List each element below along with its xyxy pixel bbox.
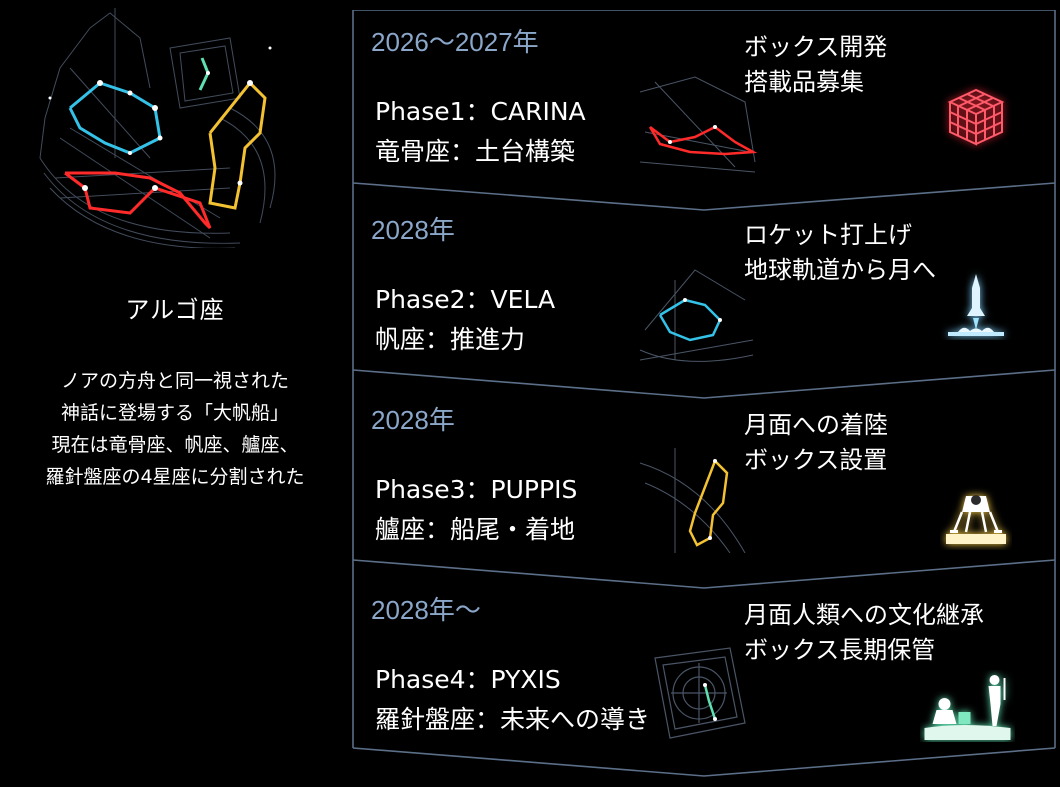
phase-subtitle: 艫座：船尾・着地 xyxy=(375,515,576,544)
goal-line: ボックス設置 xyxy=(744,446,888,474)
phase-goal: 月面人類への文化継承 ボックス長期保管 xyxy=(744,598,984,668)
phase-year: 2028年 xyxy=(371,405,455,435)
goal-line: ボックス長期保管 xyxy=(744,636,936,664)
phase-name: Phase4：PYXIS xyxy=(375,665,561,694)
phase-goal: ボックス開発 搭載品募集 xyxy=(744,30,887,100)
phase-name: Phase3：PUPPIS xyxy=(375,475,578,504)
goal-line: ロケット打上げ xyxy=(744,221,912,249)
description-line: ノアの方舟と同一視された xyxy=(60,370,289,392)
vela-constellation-icon xyxy=(639,269,754,362)
phase-goal: ロケット打上げ 地球軌道から月へ xyxy=(744,218,936,288)
goal-line: ボックス開発 xyxy=(744,33,888,61)
phase-name: Phase1：CARINA xyxy=(375,97,586,126)
left-panel: アルゴ座 ノアの方舟と同一視された 神話に登場する「大帆船」 現在は竜骨座、帆座… xyxy=(0,0,350,787)
phase-year: 2028年 xyxy=(371,215,455,245)
pyxis-constellation-icon xyxy=(654,647,746,739)
phase-goal: 月面への着陸 ボックス設置 xyxy=(744,408,888,478)
puppis-constellation-icon xyxy=(639,448,746,553)
phase-1: 2026～2027年 Phase1：CARINA 竜骨座：土台構築 ボックス開発… xyxy=(352,10,1056,200)
lunar-lander-icon xyxy=(946,495,1006,544)
description-line: 羅針盤座の4星座に分割された xyxy=(45,466,305,488)
constellation-description: ノアの方舟と同一視された 神話に登場する「大帆船」 現在は竜骨座、帆座、艫座、 … xyxy=(0,365,350,493)
constellation-title: アルゴ座 xyxy=(125,296,225,324)
description-line: 現在は竜骨座、帆座、艫座、 xyxy=(51,434,299,456)
goal-line: 月面人類への文化継承 xyxy=(744,601,984,629)
phase-subtitle: 帆座：推進力 xyxy=(375,325,526,354)
astronauts-icon xyxy=(924,675,1011,740)
argo-constellation-icon xyxy=(39,8,276,248)
phase-name: Phase2：VELA xyxy=(375,285,556,314)
timeline-frame xyxy=(352,10,1056,777)
phase-4: 2028年～ Phase4：PYXIS 羅針盤座：未来への導き 月面人類への文化… xyxy=(352,578,1056,768)
phase-subtitle: 羅針盤座：未来への導き xyxy=(375,705,651,734)
phase-year: 2028年～ xyxy=(371,595,481,625)
cube-icon xyxy=(947,88,1005,146)
goal-line: 搭載品募集 xyxy=(744,68,864,96)
phase-year: 2026～2027年 xyxy=(371,27,539,57)
description-line: 神話に登場する「大帆船」 xyxy=(60,402,289,424)
phase-3: 2028年 Phase3：PUPPIS 艫座：船尾・着地 月面への着陸 ボックス… xyxy=(352,388,1056,578)
phase-subtitle: 竜骨座：土台構築 xyxy=(375,137,576,166)
goal-line: 地球軌道から月へ xyxy=(744,256,936,284)
carina-constellation-icon xyxy=(639,76,757,173)
phase-timeline: 2026～2027年 Phase1：CARINA 竜骨座：土台構築 ボックス開発… xyxy=(352,10,1056,780)
goal-line: 月面への着陸 xyxy=(744,411,888,439)
rocket-launch-icon xyxy=(948,274,1004,336)
phase-2: 2028年 Phase2：VELA 帆座：推進力 ロケット打上げ 地球軌道から月… xyxy=(352,198,1056,388)
